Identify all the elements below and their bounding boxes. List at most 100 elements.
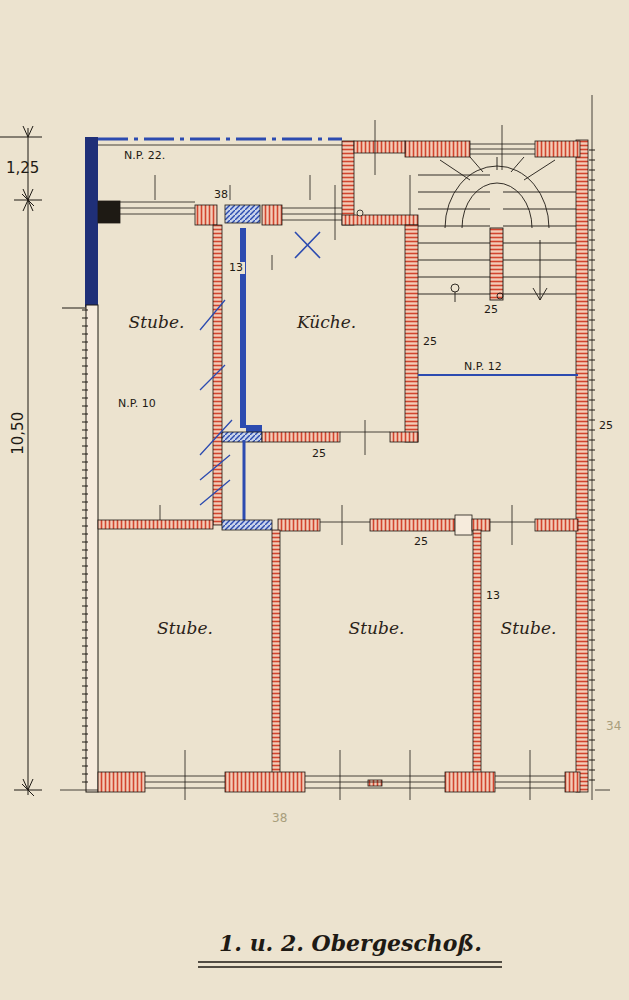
room-name: Stube. (481, 618, 576, 638)
top-walls-part (282, 208, 342, 209)
wall-thickness: 25 (423, 336, 437, 348)
dimension-line-part (22, 784, 34, 796)
bottom-walls-part (272, 530, 280, 774)
bottom-walls-part (60, 790, 98, 791)
middle-wall-part (342, 505, 343, 545)
level-note: N.P. 10 (118, 398, 156, 410)
top-walls-part (410, 175, 411, 215)
top-walls-part (195, 205, 217, 225)
top-walls-part (225, 205, 260, 223)
top-walls-part (470, 144, 535, 145)
dimension-line-part (23, 200, 33, 211)
kitchen-walls-part (390, 432, 418, 442)
bottom-walls-part (565, 772, 580, 792)
staircase-part (418, 260, 490, 261)
loggia-part (98, 138, 342, 141)
middle-wall-part (222, 520, 272, 530)
outer-wall-left-part (62, 308, 86, 309)
top-walls-part (342, 141, 354, 225)
staircase-part (418, 209, 490, 210)
bottom-walls-part (368, 780, 382, 786)
kitchen-walls-part (262, 432, 340, 442)
staircase-part (503, 243, 576, 244)
room-name: Küche. (248, 312, 405, 332)
dimension-line-part (28, 128, 29, 795)
room: Stube. (100, 228, 213, 520)
outer-wall-left (62, 137, 98, 792)
room: Stube. (280, 531, 473, 772)
plan-title: 1. u. 2. Obergeschoß. (219, 930, 482, 956)
wall-thickness: 25 (484, 304, 498, 316)
middle-wall-part (535, 519, 578, 531)
top-walls (98, 120, 580, 240)
top-walls-part (98, 201, 120, 223)
staircase-part (440, 160, 470, 180)
kitchen-walls-part (365, 420, 366, 455)
loggia-part (98, 145, 342, 146)
bottom-walls-part (305, 788, 445, 789)
middle-wall-part (455, 515, 472, 535)
level-note: N.P. 12 (462, 361, 504, 373)
bottom-walls-part (445, 772, 495, 792)
kitchen-walls-part (405, 225, 418, 442)
middle-wall-part (472, 519, 490, 531)
room: Küche. (248, 228, 405, 432)
middle-wall-part (490, 522, 535, 523)
dimension-text: 1,25 (6, 160, 39, 177)
bottom-walls-part (530, 750, 531, 800)
staircase (418, 157, 578, 375)
middle-wall-part (278, 519, 320, 531)
room: Stube. (98, 531, 272, 772)
kitchen-walls-part (272, 255, 273, 270)
staircase-part (451, 284, 459, 292)
middle-wall-part (98, 520, 213, 529)
staircase-part (470, 157, 483, 172)
staircase-part (503, 294, 576, 295)
bottom-walls (60, 530, 610, 800)
kitchen-walls-part (243, 440, 246, 520)
bottom-walls-part (340, 750, 341, 800)
top-walls-part (230, 185, 231, 200)
loggia-part (310, 175, 311, 200)
staircase-part (503, 260, 576, 261)
outer-wall-left-part (82, 310, 88, 782)
staircase-part (503, 226, 576, 227)
dimension-line-part (23, 189, 33, 200)
top-walls-part (120, 202, 195, 203)
top-walls-part (375, 120, 376, 175)
staircase-part (418, 243, 490, 244)
staircase-part (503, 277, 576, 278)
staircase-part (418, 374, 578, 376)
top-walls-part (120, 214, 195, 215)
wall-thickness: 38 (214, 189, 228, 201)
top-walls-part (405, 141, 470, 157)
kitchen-walls-part (240, 228, 246, 428)
bottom-walls-part (473, 530, 481, 774)
staircase-part (524, 160, 555, 180)
room-name: Stube. (280, 618, 473, 638)
middle-wall-part (160, 505, 161, 520)
dimension-line-part (23, 126, 33, 137)
kitchen-walls-part (295, 232, 320, 258)
top-walls-part (502, 125, 503, 170)
staircase-part (540, 240, 541, 300)
title-underline (198, 962, 502, 967)
top-walls-part (342, 215, 418, 225)
room: Stube. (481, 531, 576, 772)
top-walls-part (282, 214, 342, 215)
wall-thickness: 13 (227, 262, 245, 274)
staircase-part (511, 157, 524, 172)
staircase-part (503, 209, 576, 210)
bottom-walls-part (185, 750, 186, 800)
staircase-part (497, 157, 498, 170)
room-name: Stube. (98, 618, 272, 638)
loggia-part (155, 175, 156, 200)
staircase-part (418, 294, 490, 295)
top-walls-part (357, 210, 363, 216)
staircase-part (533, 288, 547, 300)
dimension-line (0, 126, 42, 796)
outer-wall-right-part (576, 140, 588, 792)
staircase-part (455, 292, 456, 302)
top-walls-part (354, 141, 405, 153)
